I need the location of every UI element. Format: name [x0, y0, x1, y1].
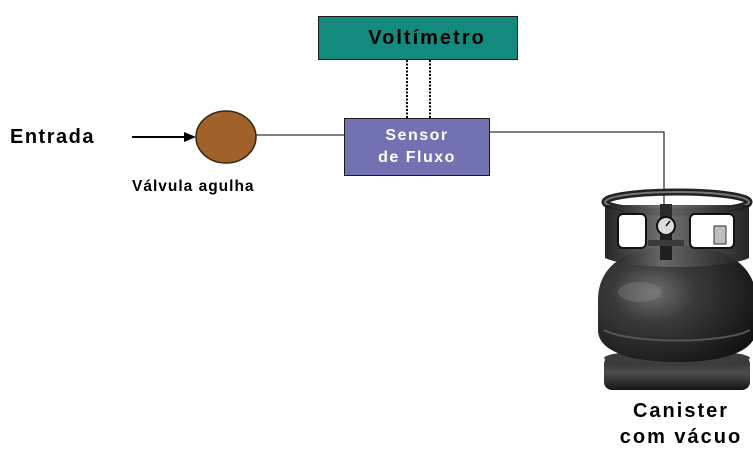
- voltmeter-box: Voltímetro: [318, 16, 518, 60]
- canister-label-line1: Canister: [632, 400, 730, 422]
- arrow-right-icon: [132, 132, 196, 142]
- voltmeter-label: Voltímetro: [368, 26, 486, 49]
- flow-sensor-label-line1: Sensor: [385, 127, 449, 144]
- flow-sensor-box: Sensor de Fluxo: [344, 118, 490, 176]
- canister-label: Canister com vácuo: [596, 398, 753, 450]
- needle-valve-label: Válvula agulha: [132, 178, 255, 195]
- needle-valve: [195, 110, 257, 164]
- gas-canister-icon: [598, 188, 753, 390]
- canister-label-line2: com vácuo: [619, 426, 743, 448]
- connector-sensor-canister: [490, 131, 665, 215]
- flow-sensor-label-line2: de Fluxo: [378, 149, 456, 166]
- input-label: Entrada: [10, 126, 95, 148]
- connector-sensor-voltmeter: [406, 60, 431, 118]
